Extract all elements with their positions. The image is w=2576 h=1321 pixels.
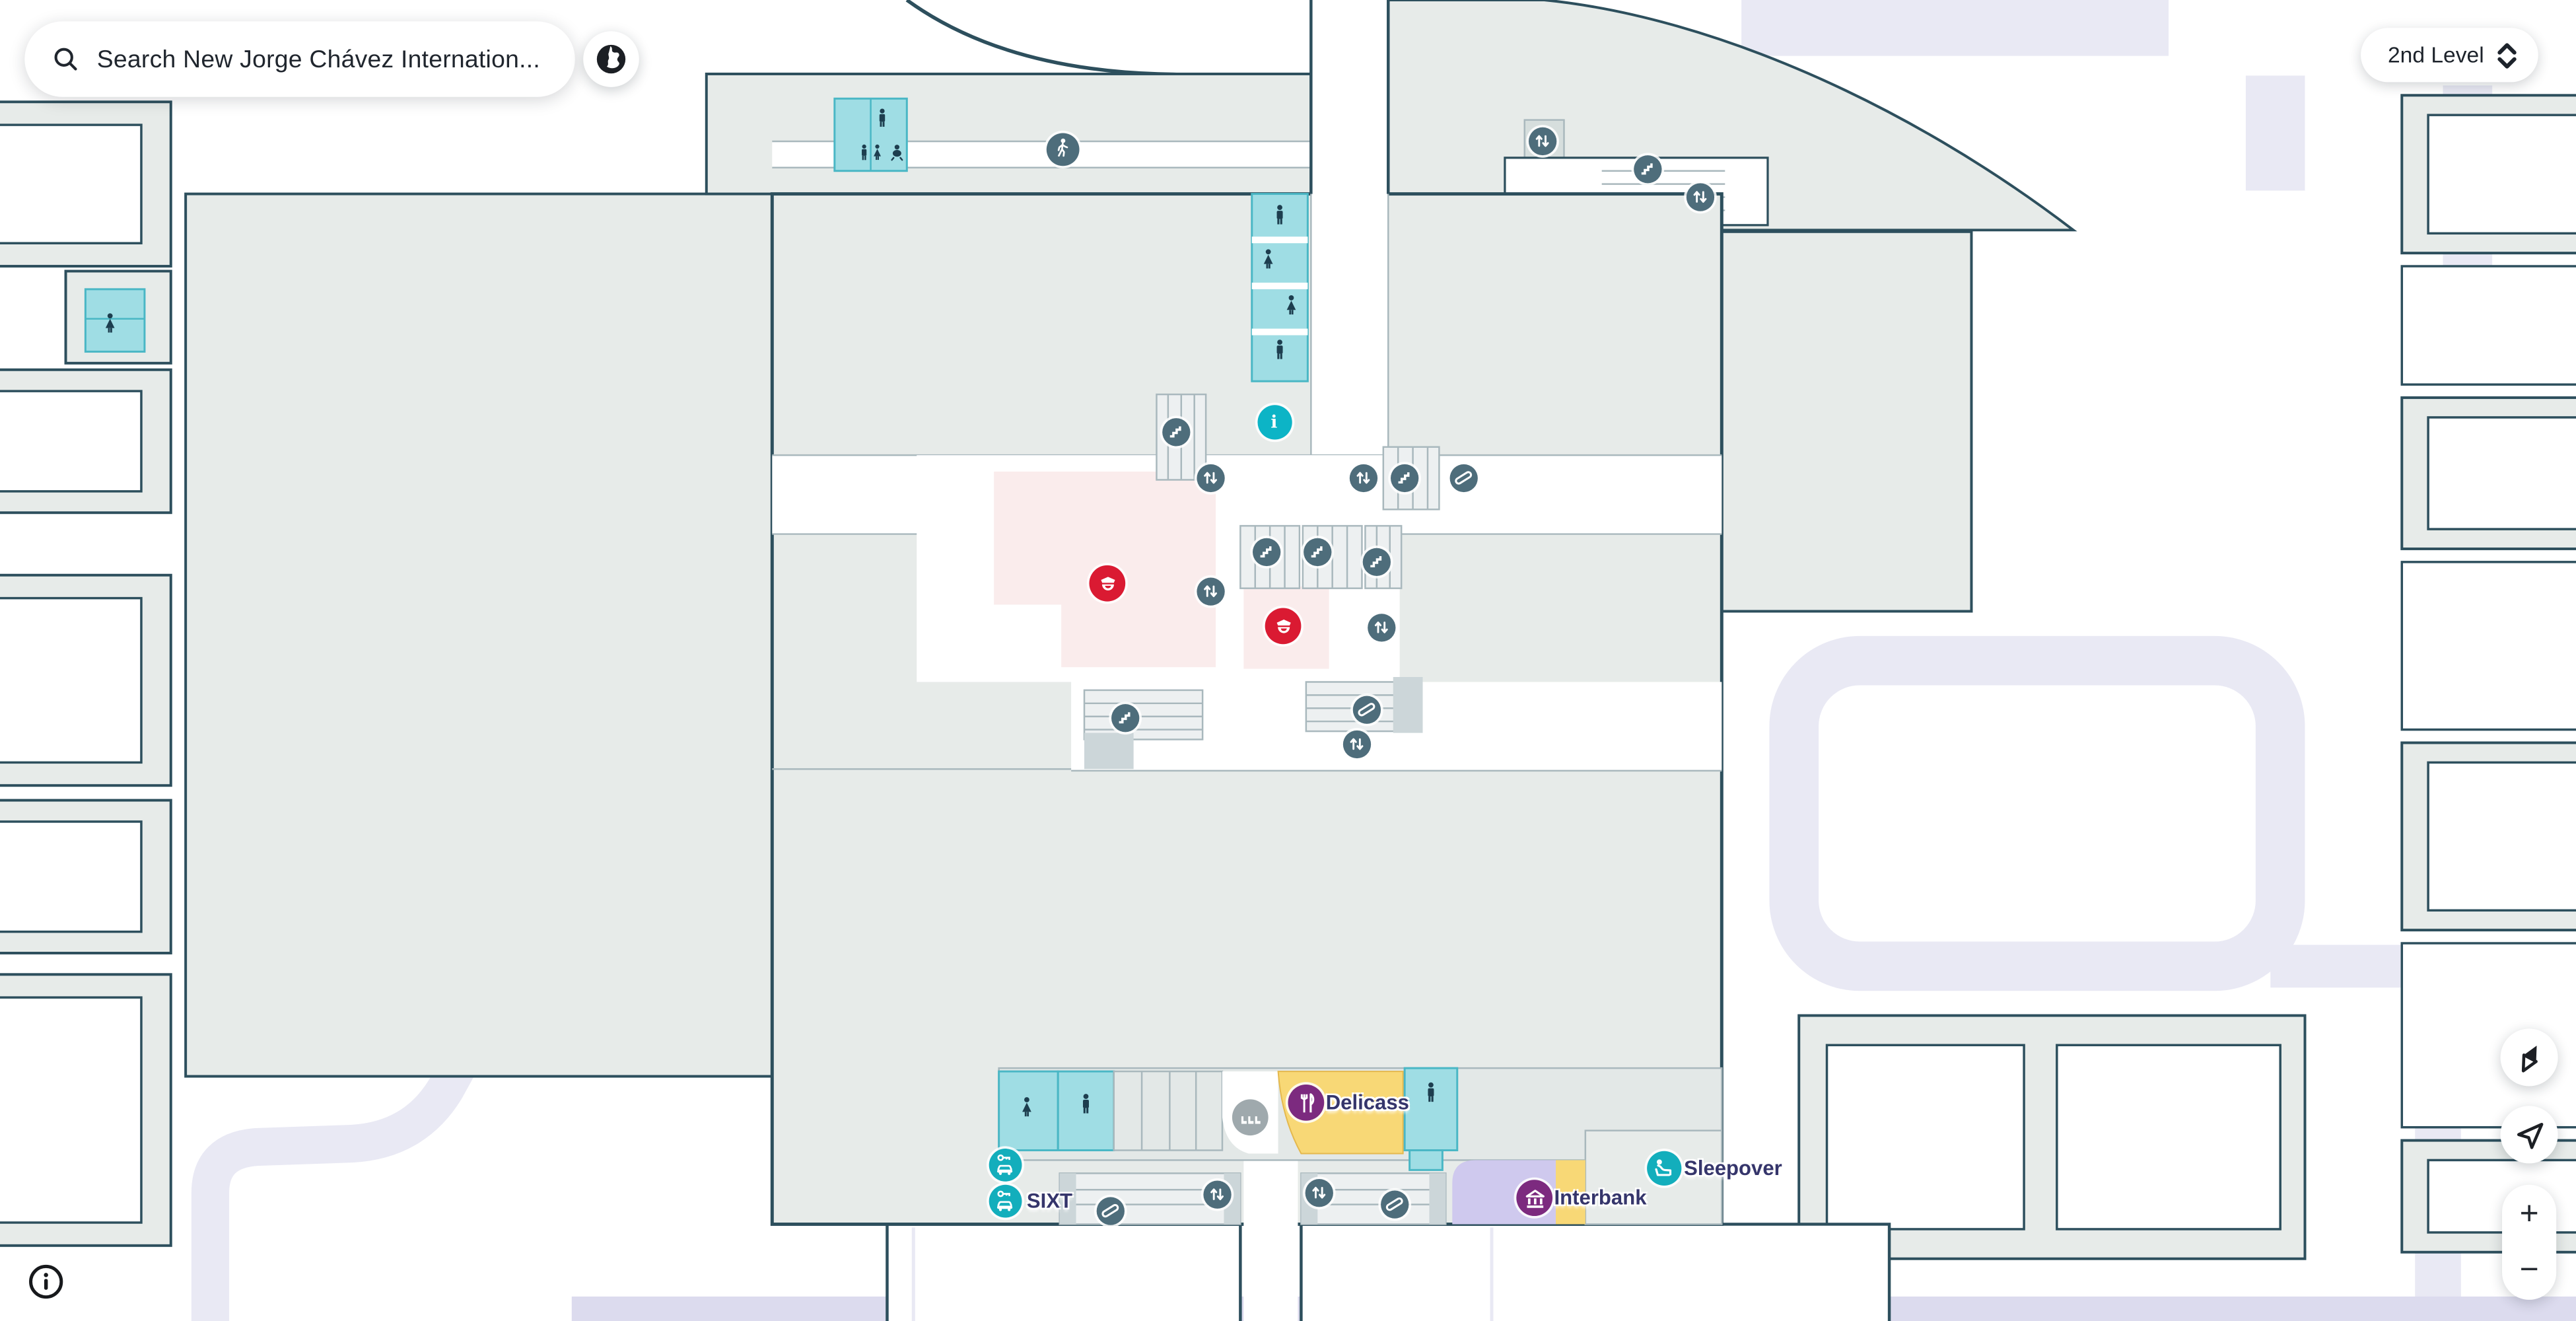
restroom-column[interactable] <box>1251 193 1309 382</box>
escalator-icon[interactable] <box>1096 1197 1125 1225</box>
compass-button[interactable] <box>2500 1028 2558 1087</box>
elevator-icon[interactable] <box>1203 1180 1232 1209</box>
car-rental-icon[interactable] <box>989 1149 1022 1182</box>
elevator-icon[interactable] <box>1197 464 1225 493</box>
restroom-south-east[interactable] <box>1403 1067 1459 1152</box>
map-label-sleepover: Sleepover <box>1684 1157 1782 1180</box>
elevator-icon[interactable] <box>1305 1179 1333 1207</box>
stairs-icon[interactable] <box>1634 155 1662 184</box>
baby-change-icon[interactable] <box>886 142 907 163</box>
info-icon[interactable]: i <box>1257 405 1292 440</box>
sleepover-icon[interactable] <box>1647 1151 1682 1186</box>
terminal[interactable] <box>770 0 1723 1321</box>
stairs-icon[interactable] <box>1362 548 1391 577</box>
search-input[interactable]: Search New Jorge Chávez Internation... <box>96 45 540 73</box>
restroom-male-icon[interactable] <box>1418 1081 1443 1105</box>
locate-me-button[interactable] <box>2500 1106 2558 1164</box>
security-icon[interactable] <box>1089 565 1126 602</box>
restroom-female-icon[interactable] <box>1256 247 1280 271</box>
restroom-female-icon[interactable] <box>1279 293 1304 318</box>
map-label-sixt: SIXT <box>1026 1190 1073 1213</box>
elevator-icon[interactable] <box>1528 127 1557 156</box>
zoom-controls: + − <box>2502 1184 2557 1300</box>
location-arrow-icon <box>2516 1122 2543 1149</box>
globe-icon <box>596 44 626 74</box>
west-apron <box>184 192 774 1078</box>
restroom-male-icon[interactable] <box>1267 338 1292 362</box>
level-up-down-icon <box>2495 40 2519 70</box>
search-icon <box>51 44 81 74</box>
stair-banks <box>1083 393 1440 769</box>
elevator-icon[interactable] <box>1197 577 1225 606</box>
seating-icon[interactable] <box>1232 1099 1269 1136</box>
bank-icon[interactable] <box>1516 1180 1553 1217</box>
stairs-icon[interactable] <box>1304 538 1332 567</box>
restroom-south-male[interactable] <box>1057 1070 1115 1152</box>
elevator-icon[interactable] <box>1349 464 1378 493</box>
restaurant-icon[interactable] <box>1288 1085 1325 1121</box>
elevator-icon[interactable] <box>1686 183 1715 211</box>
escalator-icon[interactable] <box>1352 696 1381 724</box>
stairs-icon[interactable] <box>1253 538 1281 567</box>
language-globe-button[interactable] <box>583 31 639 87</box>
map-label-interbank: Interbank <box>1554 1186 1647 1210</box>
elevator-icon[interactable] <box>1368 614 1396 642</box>
walkway-icon[interactable] <box>1046 133 1080 166</box>
level-selector[interactable]: 2nd Level <box>2361 28 2538 83</box>
info-outline-icon <box>29 1264 63 1299</box>
elevator-icon[interactable] <box>1342 730 1372 759</box>
restroom-female-icon[interactable] <box>868 143 888 162</box>
compass-icon <box>2521 1044 2537 1072</box>
search-bar[interactable]: Search New Jorge Chávez Internation... <box>24 21 575 97</box>
stairs-icon[interactable] <box>1111 704 1140 732</box>
car-rental-icon[interactable] <box>989 1184 1022 1218</box>
stairs-icon[interactable] <box>1390 464 1419 493</box>
attribution-info-button[interactable] <box>26 1262 66 1302</box>
svg-text:i: i <box>1272 413 1278 433</box>
zoom-in-button[interactable]: + <box>2510 1195 2549 1234</box>
escalator-icon[interactable] <box>1381 1190 1409 1219</box>
restroom-male-icon[interactable] <box>1074 1092 1098 1116</box>
corridor-north <box>1311 0 1389 487</box>
zoom-out-button[interactable]: − <box>2510 1250 2549 1290</box>
south-buildings <box>886 1223 1891 1321</box>
restroom-male-icon[interactable] <box>871 107 894 130</box>
corridor-exit <box>1243 1150 1298 1321</box>
restroom-male-icon[interactable] <box>854 143 874 162</box>
stairs-icon[interactable] <box>1162 418 1191 446</box>
restroom-female-icon[interactable] <box>1014 1095 1039 1120</box>
security-icon[interactable] <box>1265 608 1302 645</box>
escalator-icon[interactable] <box>1449 464 1478 493</box>
west-gate-buildings <box>0 100 172 1247</box>
east-buildings <box>1720 94 2576 1260</box>
level-selector-value: 2nd Level <box>2387 42 2484 68</box>
map-label-delicass: Delicass <box>1325 1090 1409 1114</box>
restroom-west[interactable] <box>84 288 146 353</box>
restroom-male-icon[interactable] <box>1267 203 1292 227</box>
restroom-female-icon[interactable] <box>98 311 122 336</box>
